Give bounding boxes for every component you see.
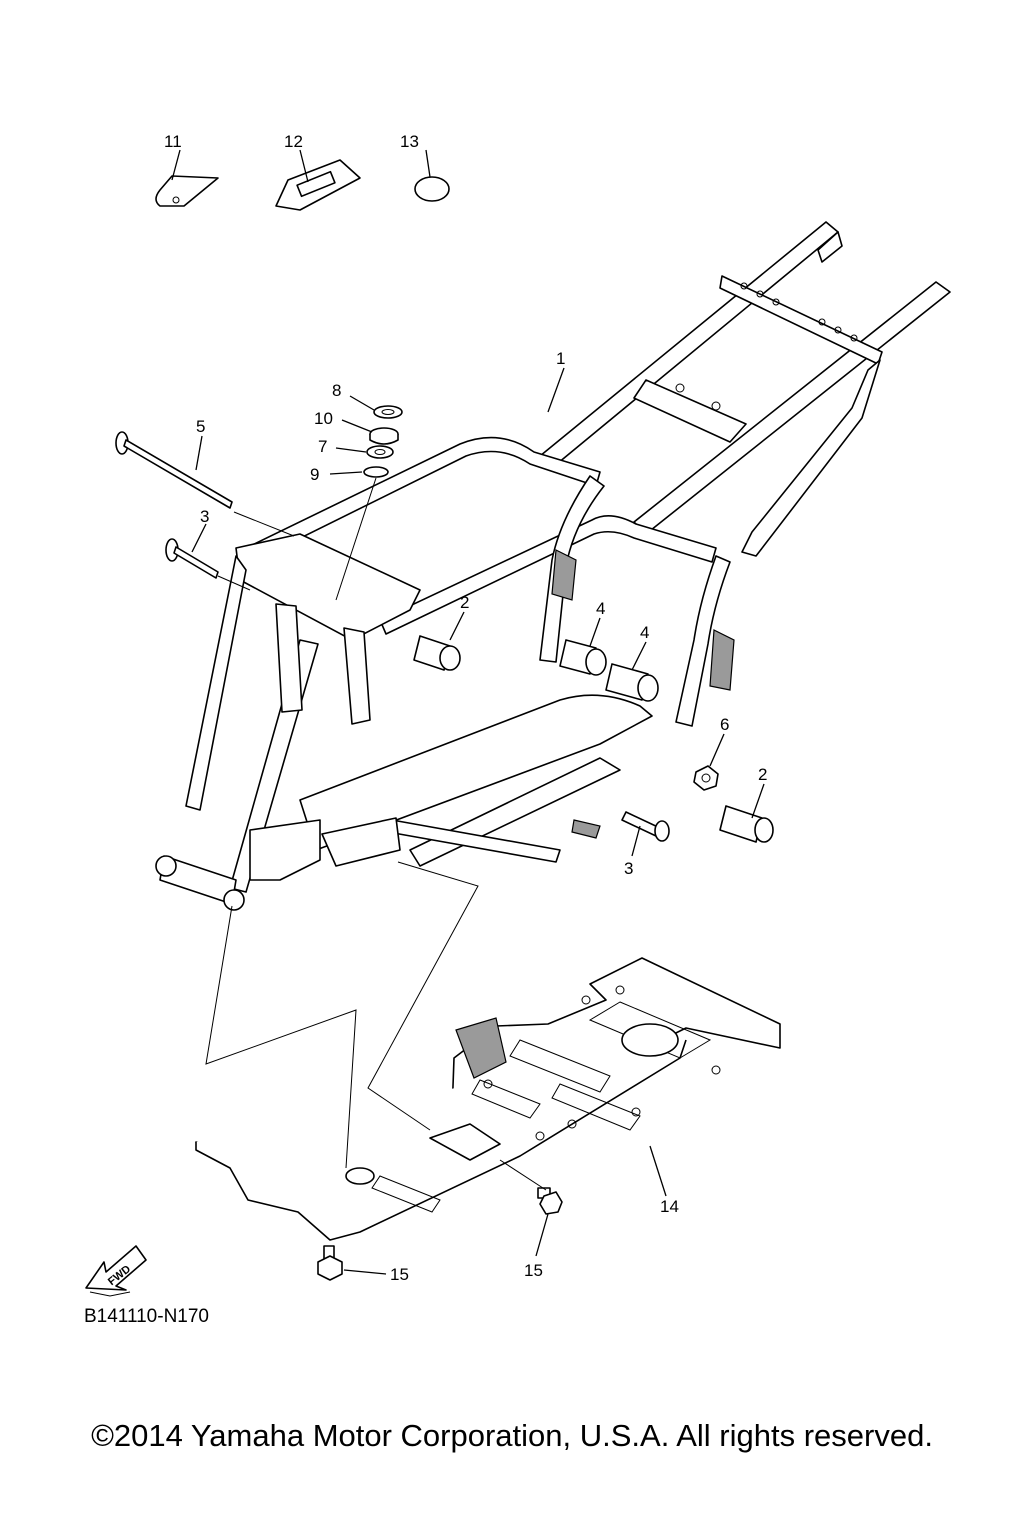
part-8-seal (373, 405, 403, 419)
part-4-bushing-a (559, 639, 607, 676)
callout-11: 11 (164, 132, 182, 151)
copyright-notice: ©2014 Yamaha Motor Corporation, U.S.A. A… (91, 1418, 933, 1453)
part-11-label-plate (155, 175, 219, 207)
part-4-bushing-b (605, 663, 659, 702)
callout-4-a: 4 (596, 599, 605, 618)
callout-1: 1 (556, 349, 565, 368)
callout-6: 6 (720, 715, 729, 734)
part-3-bolt-bottom (621, 811, 670, 842)
part-7-bearing (366, 445, 394, 459)
callout-15-right: 15 (524, 1261, 543, 1280)
callout-7: 7 (318, 437, 327, 456)
callout-2-left: 2 (460, 593, 469, 612)
part-15-bolt-right (537, 1187, 563, 1215)
part-12-tool-pouch (275, 159, 361, 211)
callout-4-b: 4 (640, 623, 649, 642)
callout-15-left: 15 (390, 1265, 409, 1284)
diagram-code: B141110-N170 (84, 1306, 210, 1327)
part-5-long-bolt (115, 431, 233, 509)
fwd-arrow-icon: FWD (85, 1245, 147, 1297)
part-13-o-ring (414, 176, 450, 202)
callout-12: 12 (284, 132, 303, 151)
callout-13: 13 (400, 132, 419, 151)
callout-3-top: 3 (200, 507, 209, 526)
callout-8: 8 (332, 381, 341, 400)
part-15-bolt-left (317, 1245, 343, 1281)
callout-10: 10 (314, 409, 333, 428)
part-2-bushing-right (719, 805, 774, 843)
callout-14: 14 (660, 1197, 679, 1216)
callout-9: 9 (310, 465, 319, 484)
part-6-nut (693, 765, 719, 791)
part-2-bushing-left (413, 635, 461, 671)
part-1-frame (155, 221, 951, 911)
part-10-bearing (369, 427, 399, 445)
callout-3-bottom: 3 (624, 859, 633, 878)
part-3-bolt-top (165, 538, 219, 579)
part-9-collar (363, 466, 389, 478)
callout-2-right: 2 (758, 765, 767, 784)
callout-5: 5 (196, 417, 205, 436)
part-14-skid-plate (195, 957, 781, 1241)
